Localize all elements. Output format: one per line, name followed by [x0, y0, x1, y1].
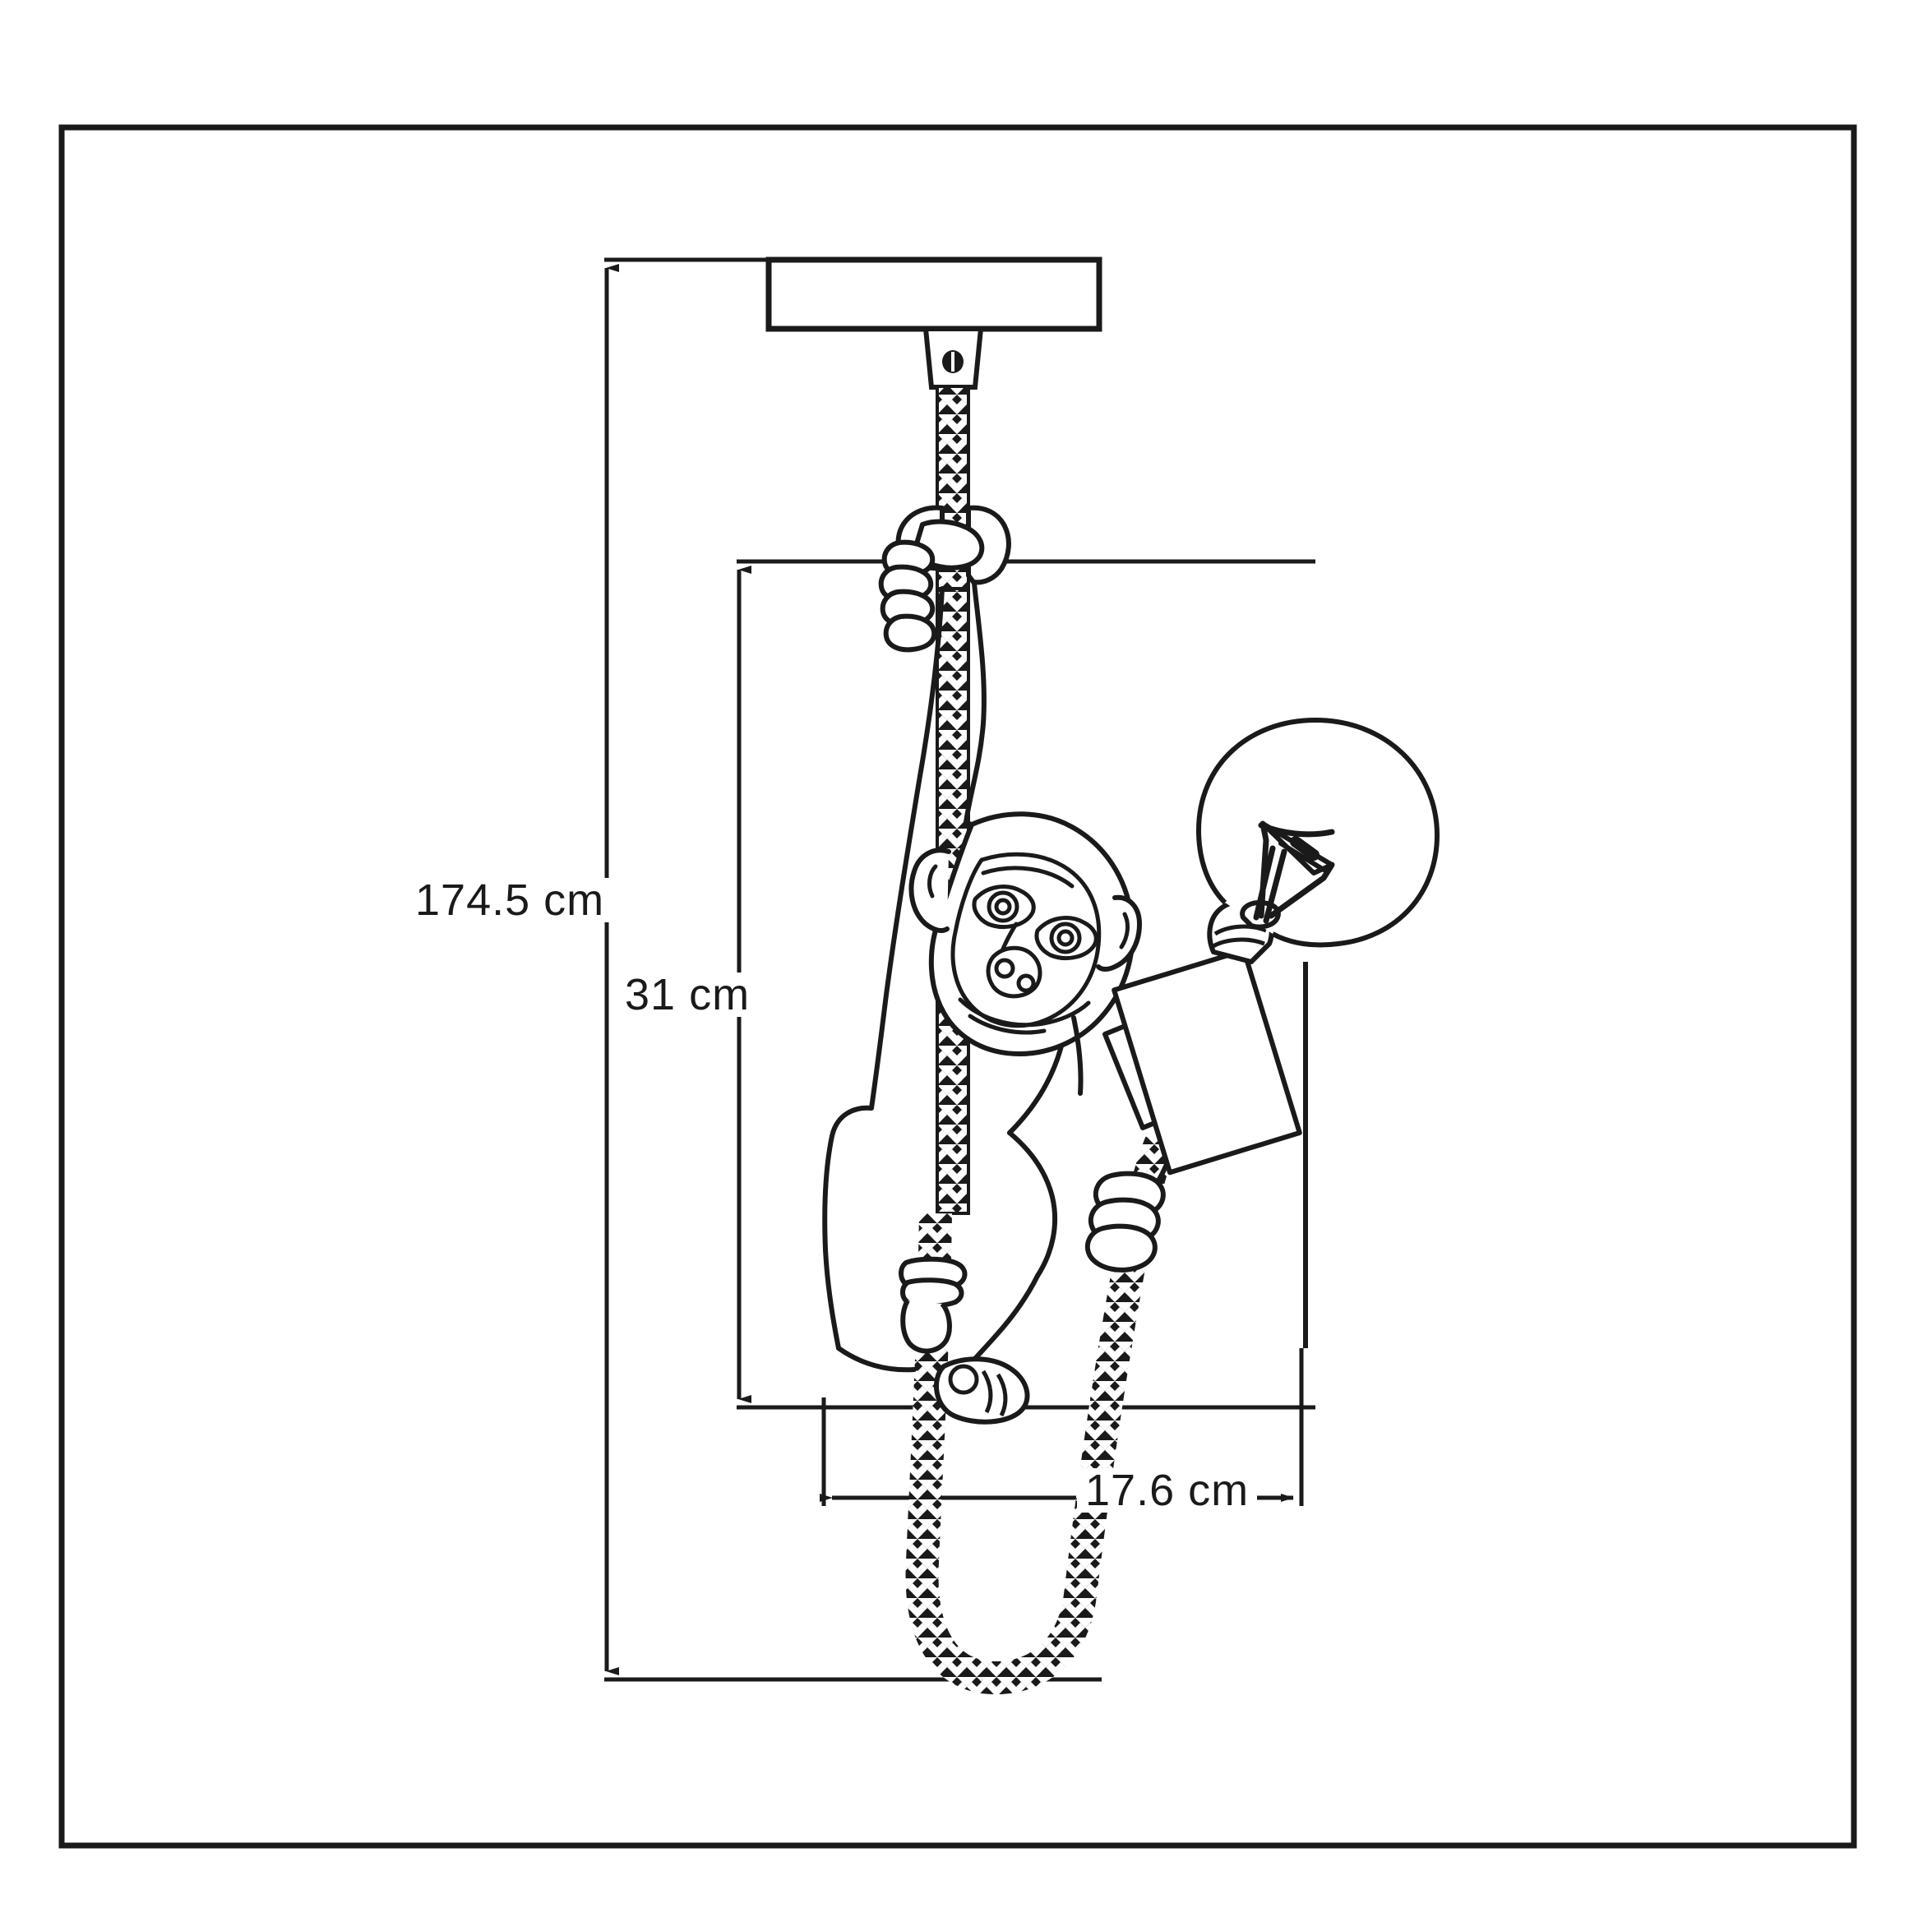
monkey-foot-grip: [899, 1256, 968, 1354]
monkey-lower-hand: [1084, 1127, 1178, 1273]
cord-grip-screw-icon: [942, 350, 964, 373]
monkey-figure: [822, 573, 1142, 1373]
dimension-label-total-height: 174.5 cm: [407, 878, 613, 922]
lamp-socket-box: [1112, 948, 1308, 1348]
monkey-foot-lower: [933, 1356, 1030, 1425]
dimension-label-fixture-height: 31 cm: [617, 972, 759, 1017]
ceiling-canopy: [765, 256, 1102, 332]
bulb-filament: [1240, 820, 1335, 930]
dimension-label-width: 17.6 cm: [1077, 1468, 1258, 1513]
monkey-upper-hand: [878, 505, 1011, 653]
sheet-border: [58, 124, 1857, 1849]
